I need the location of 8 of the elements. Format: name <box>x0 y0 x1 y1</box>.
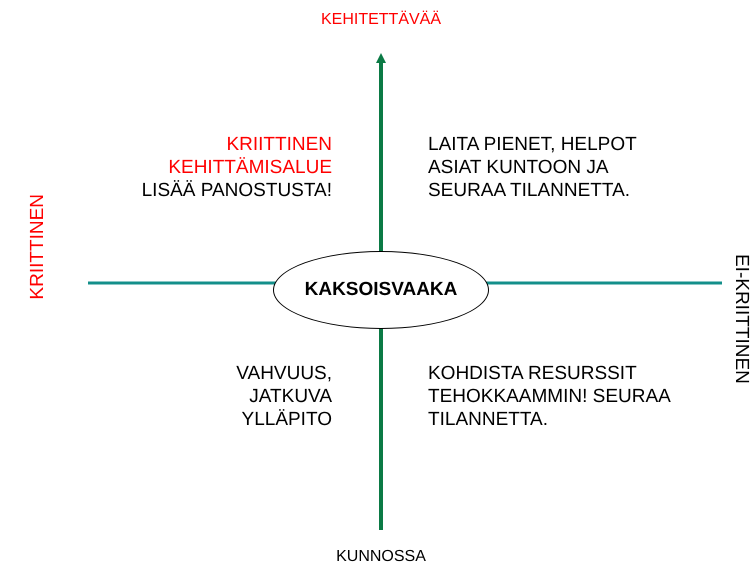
axis-label: KUNNOSSA <box>335 547 427 567</box>
quadrant-heading: KRIITTINEN KEHITTÄMISALUE <box>167 133 332 179</box>
quadrant-text: VAHVUUS, JATKUVA YLLÄPITO <box>235 362 332 431</box>
quadrant-text: KOHDISTA RESURSSIT TEHOKKAAMMIN! SEURAA TILANNETTA. <box>428 362 672 431</box>
quadrant-text: LISÄÄ PANOSTUSTA! <box>140 179 332 202</box>
axis-label: KEHITETTÄVÄÄ <box>320 10 442 30</box>
quadrant-text: LAITA PIENET, HELPOT ASIAT KUNTOON JA SEURAA TILANNETTA. <box>428 133 638 202</box>
center-label: KAKSOISVAAKA <box>304 279 458 301</box>
